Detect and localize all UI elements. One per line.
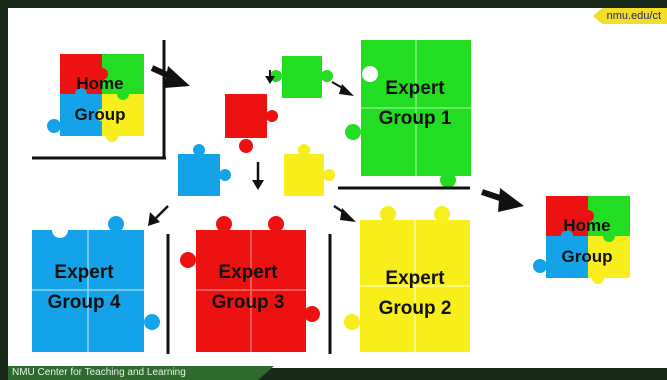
expert-group-2-label-line2: Group 2 bbox=[379, 298, 452, 319]
arrow-to-green-piece bbox=[265, 70, 275, 84]
arrow-yellow-to-group2 bbox=[333, 204, 356, 222]
blue-piece bbox=[178, 144, 231, 196]
expert-group-3-puzzle: Expert Group 3 bbox=[180, 216, 320, 352]
expert-group-4-puzzle: Expert Group 4 bbox=[32, 216, 160, 352]
expert-group-2-puzzle: Expert Group 2 bbox=[344, 206, 470, 352]
expert-group-1-puzzle: Expert Group 1 bbox=[345, 40, 471, 188]
arrow-red-down bbox=[252, 162, 264, 190]
expert-group-3-label-line1: Expert bbox=[218, 262, 278, 283]
arrow-green-to-group1 bbox=[331, 81, 354, 96]
arrow-blue-to-group4 bbox=[148, 205, 169, 226]
home-group-right-label-line1: Home bbox=[563, 216, 610, 235]
slide: Home Group Home Group bbox=[8, 8, 667, 368]
green-piece bbox=[270, 56, 333, 98]
expert-group-2-label-line1: Expert bbox=[385, 268, 445, 289]
source-url-badge[interactable]: nmu.edu/ct bbox=[592, 8, 667, 24]
home-group-label-line2: Group bbox=[75, 105, 126, 124]
jigsaw-diagram: Home Group Home Group bbox=[32, 40, 630, 354]
home-group-puzzle-reassembled: Home Group bbox=[533, 196, 630, 284]
arrow-home-to-pieces bbox=[150, 65, 190, 88]
home-group-label-line1: Home bbox=[76, 74, 123, 93]
arrow-group1-to-home bbox=[481, 188, 524, 212]
footer-banner: NMU Center for Teaching and Learning bbox=[8, 366, 274, 380]
home-group-puzzle: Home Group bbox=[47, 54, 144, 142]
expert-group-3-label-line2: Group 3 bbox=[212, 292, 285, 313]
yellow-piece bbox=[284, 144, 335, 196]
red-piece bbox=[225, 94, 278, 153]
expert-group-1-label-line1: Expert bbox=[385, 78, 445, 99]
expert-group-4-label-line2: Group 4 bbox=[48, 292, 121, 313]
expert-group-1-label-line2: Group 1 bbox=[379, 108, 452, 129]
arrows bbox=[148, 65, 524, 226]
home-group-right-label-line2: Group bbox=[562, 247, 613, 266]
expert-group-4-label-line1: Expert bbox=[54, 262, 114, 283]
